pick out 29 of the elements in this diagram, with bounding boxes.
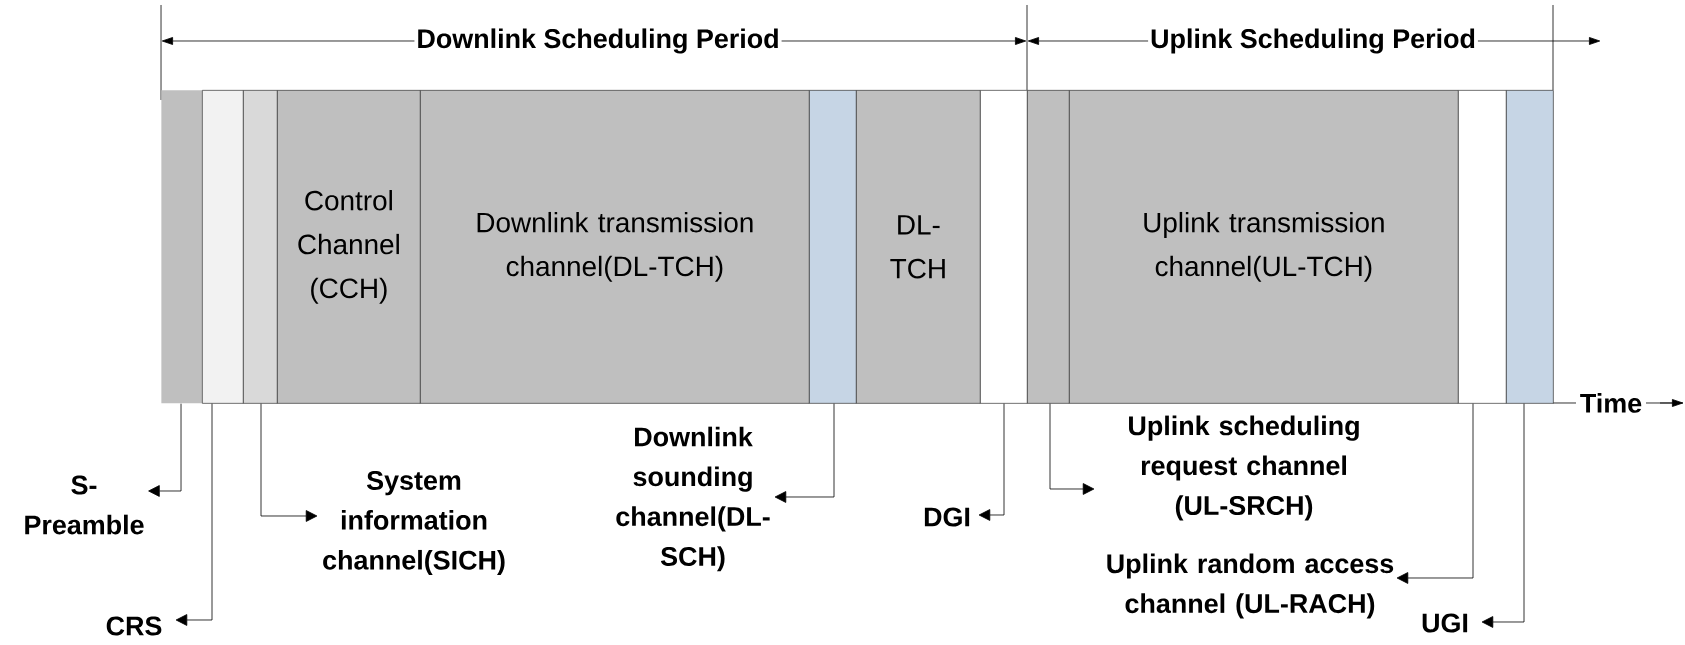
- dimension-label: Uplink Scheduling Period: [1148, 26, 1478, 56]
- segment-box: [1506, 90, 1554, 404]
- leader-arrow: [260, 403, 318, 522]
- segment-box: [202, 90, 244, 404]
- channel-label: CRS: [106, 616, 162, 636]
- channel-label: UGI: [1422, 613, 1468, 633]
- leader-arrow: [978, 403, 1005, 521]
- channel-segment: DL-TCH: [856, 90, 981, 404]
- leader-arrow: [175, 403, 213, 626]
- channel-label: Uplink scheduling request channel (UL-SRCH): [1129, 415, 1359, 521]
- channel-label: S-Preamble: [25, 475, 144, 535]
- segment-box: [980, 90, 1028, 404]
- leader-arrow: [1396, 403, 1474, 584]
- segment-box: [1458, 90, 1507, 404]
- segment-box: [1027, 90, 1070, 404]
- leader-arrow: [148, 403, 182, 497]
- leader-arrow: [1049, 403, 1095, 495]
- channel-label: Downlink sounding channel(DL-SCH): [616, 426, 770, 572]
- leader-arrow: [774, 403, 835, 503]
- segment-box: [243, 90, 278, 404]
- channel-label: Uplink random access channel (UL-RACH): [1107, 553, 1394, 619]
- leader-arrow: [1481, 403, 1525, 628]
- dimension-label: Downlink Scheduling Period: [414, 26, 782, 56]
- channel-label: System information channel(SICH): [323, 470, 505, 575]
- channel-label: DGI: [924, 507, 970, 527]
- segment-box: [809, 90, 857, 404]
- channel-segment: Control Channel (CCH): [277, 90, 421, 404]
- segment-box: [161, 90, 203, 404]
- axis-label: Time: [1577, 391, 1645, 415]
